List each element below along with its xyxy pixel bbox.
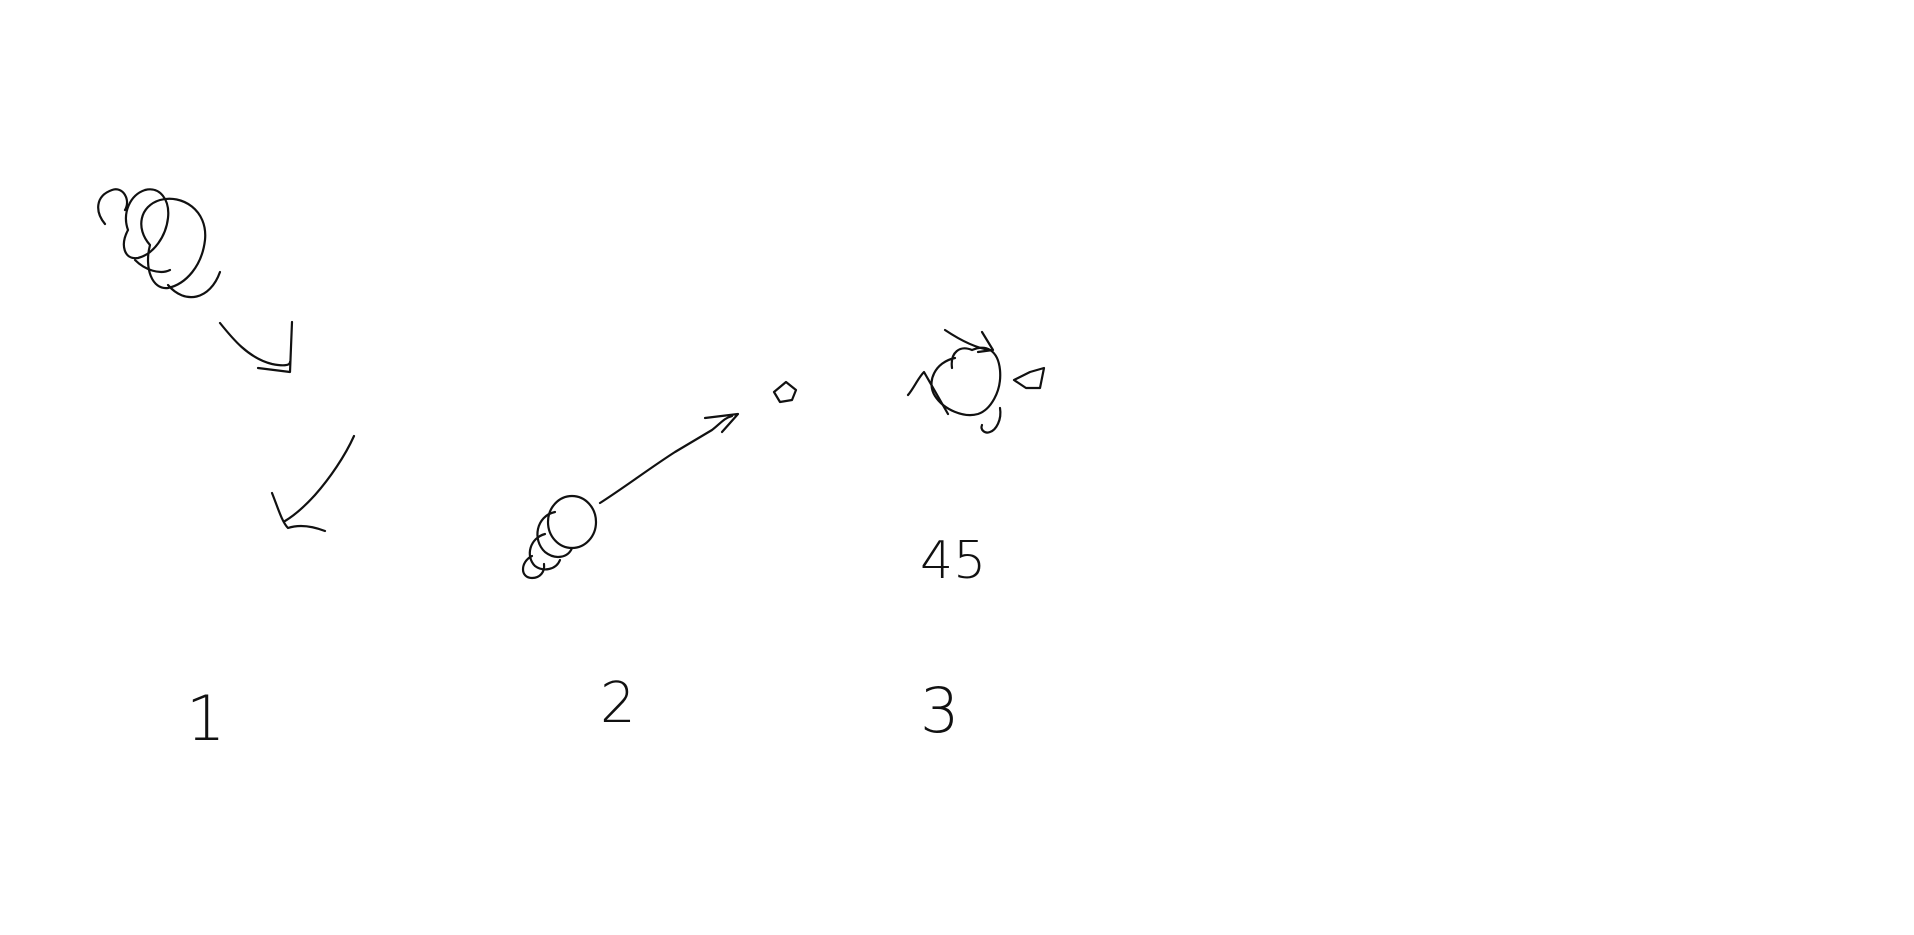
target-box-icon [772,380,798,404]
step-label-3: 3 [920,674,959,747]
curved-arrow-icon [218,320,356,533]
step-label-2: 2 [600,671,636,736]
panel-2: 2 [521,380,798,736]
player-figure-icon [521,494,598,580]
rotation-arrows-icon [906,328,1046,434]
player-figure-icon [97,188,222,299]
step-label-1: 1 [186,682,225,755]
panel-3: 45 3 [906,328,1046,747]
straight-arrow-icon [598,412,740,505]
panel-1: 1 [97,188,356,755]
angle-annotation: 45 [920,531,986,591]
